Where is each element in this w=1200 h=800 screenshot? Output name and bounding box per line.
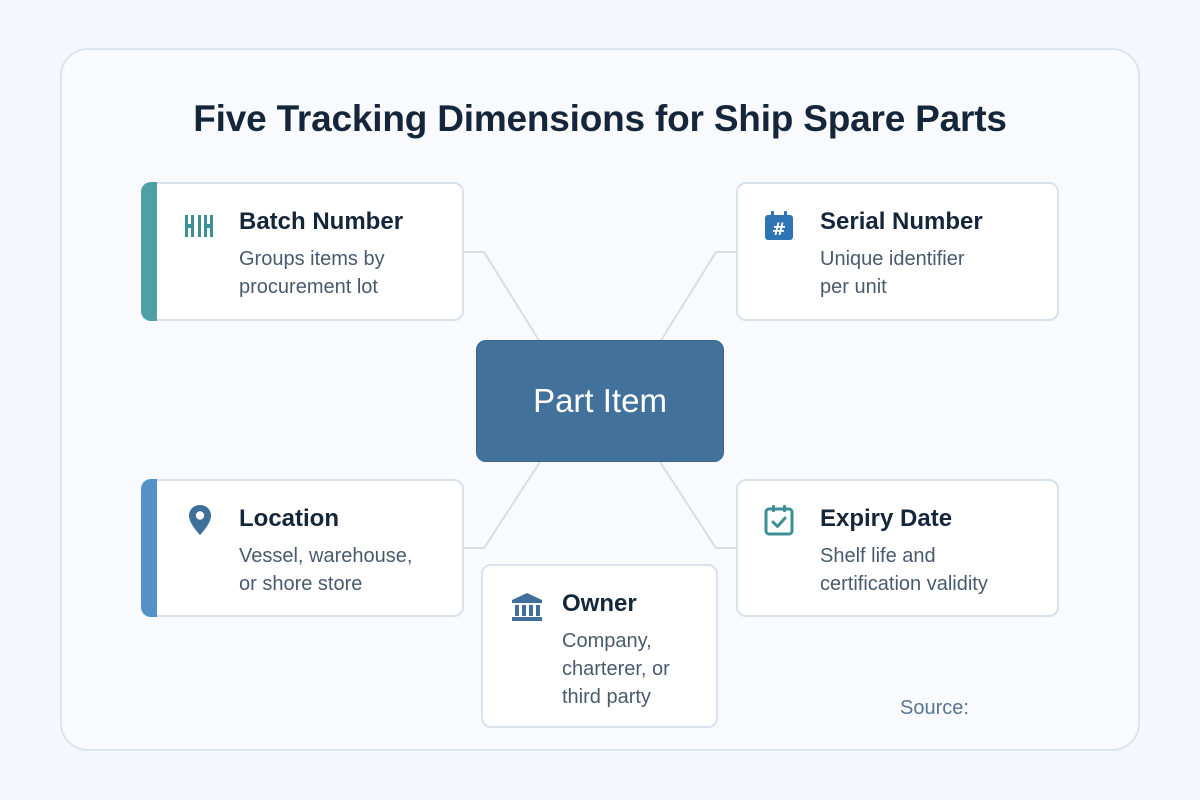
- card-serial-number: # Serial Number Unique identifier per un…: [736, 182, 1059, 321]
- card-location: Location Vessel, warehouse, or shore sto…: [141, 479, 464, 617]
- diagram-title: Five Tracking Dimensions for Ship Spare …: [193, 98, 1007, 139]
- card-title: Batch Number: [239, 208, 404, 235]
- card-title: Serial Number: [820, 208, 983, 235]
- bank-building-icon: [510, 590, 544, 624]
- card-accent-bar: [141, 479, 157, 617]
- card-description: Unique identifier per unit: [820, 248, 965, 298]
- card-owner: Owner Company, charterer, or third party: [481, 564, 718, 728]
- hash-badge-icon: #: [762, 209, 796, 243]
- card-title: Location: [239, 505, 339, 532]
- card-description: Groups items by procurement lot: [239, 248, 385, 298]
- connector-serial: [659, 251, 736, 343]
- source-label: Source:: [900, 697, 969, 719]
- svg-text:#: #: [772, 220, 786, 240]
- connector-expiry: [659, 461, 736, 549]
- connector-location: [464, 461, 541, 549]
- card-expiry-date: Expiry Date Shelf life and certification…: [736, 479, 1059, 617]
- card-batch-number: Batch Number Groups items by procurement…: [141, 182, 464, 321]
- card-title: Owner: [562, 590, 637, 617]
- card-title: Expiry Date: [820, 505, 953, 532]
- center-node-part-item: Part Item: [476, 340, 724, 462]
- card-description: Company, charterer, or third party: [562, 630, 670, 708]
- card-description: Vessel, warehouse, or shore store: [239, 545, 413, 595]
- map-pin-icon: [183, 503, 217, 537]
- card-description: Shelf life and certification validity: [820, 545, 988, 595]
- connector-batch: [464, 251, 541, 343]
- calendar-check-icon: [762, 503, 796, 537]
- barcode-icon: [182, 209, 216, 243]
- center-node-label: Part Item: [533, 382, 667, 419]
- card-accent-bar: [141, 182, 157, 321]
